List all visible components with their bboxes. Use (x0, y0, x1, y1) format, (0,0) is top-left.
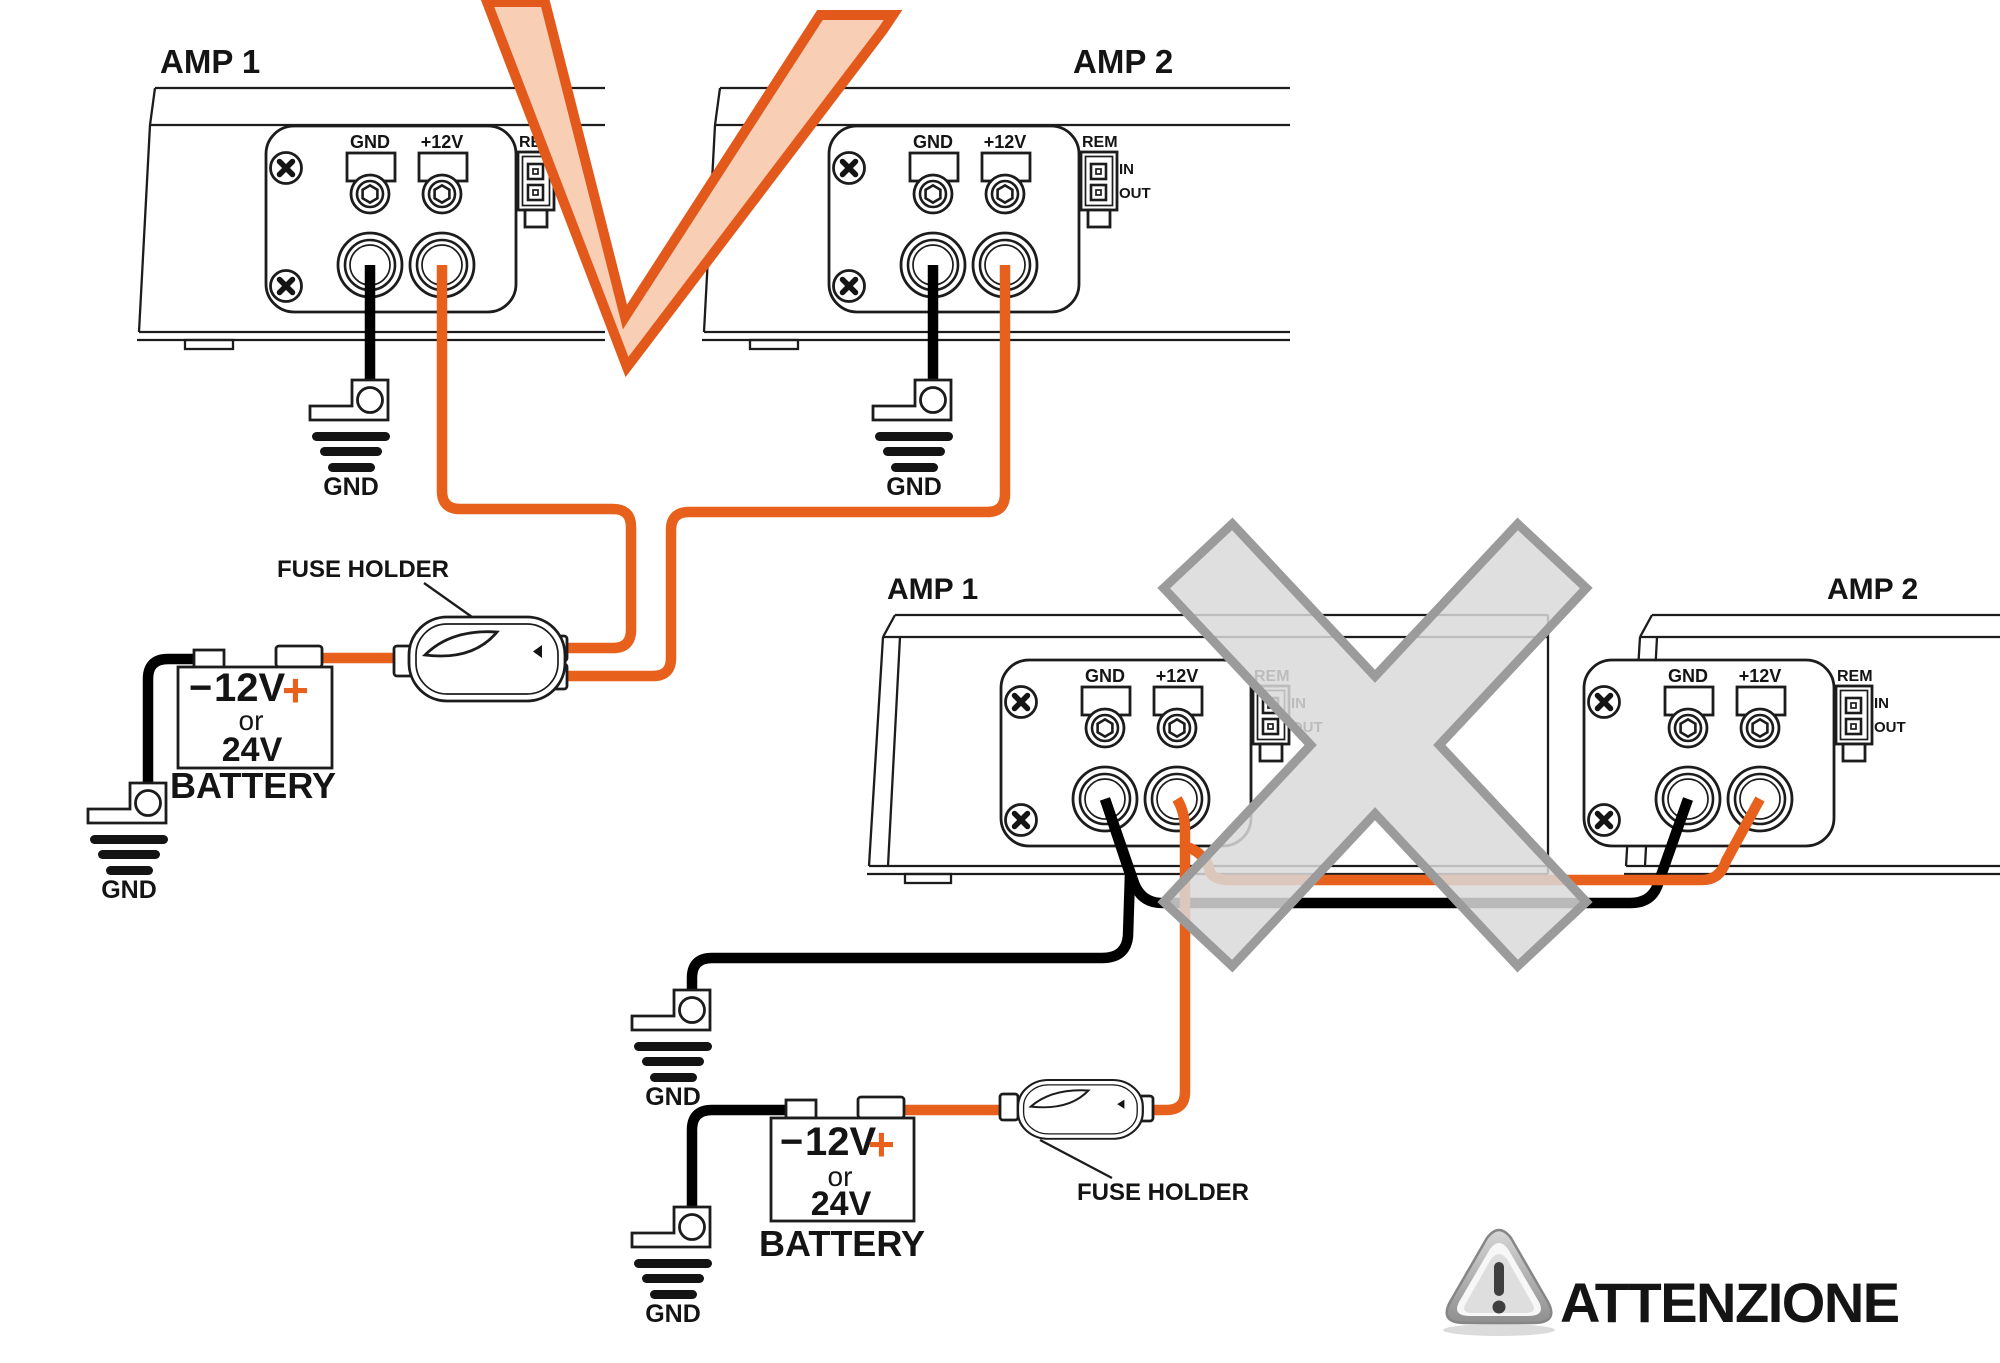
fuse-holder-label: FUSE HOLDER (277, 556, 449, 583)
amp1-ground-label: GND (323, 473, 379, 501)
checkmark-icon (480, 0, 903, 378)
rem-label: REM (1837, 668, 1873, 685)
battery-unit: − 12V + or 24V BATTERY GND (86, 644, 400, 904)
gnd-terminal-label: GND (350, 132, 390, 152)
incorrect-wiring-diagram: AMP 1 GND +12V REM IN OUT AMP 2 GND +12V… (630, 517, 2000, 1328)
amp2-title: AMP 2 (1073, 43, 1173, 80)
gnd-terminal-label: GND (1668, 666, 1708, 686)
12v-terminal-label: +12V (1156, 666, 1199, 686)
battery-body (176, 665, 334, 770)
battery-body (769, 1116, 916, 1223)
correct-wiring-diagram: AMP 1 GND +12V REM IN OUT AMP 2 GND +12V… (86, 0, 1290, 904)
attention-label: ATTENZIONE (1560, 1271, 1899, 1334)
x-mark-icon (1157, 517, 1593, 973)
battery-12v-label: 12V (214, 666, 285, 710)
amp1-power-wire (1146, 796, 1191, 1116)
battery-negative-terminal (784, 1098, 818, 1120)
amp2-power-wire (560, 265, 1011, 682)
amp2-title: AMP 2 (1827, 573, 1918, 606)
fuse-holder-label: FUSE HOLDER (1077, 1179, 1249, 1206)
fuse-holder: FUSE HOLDER (998, 1078, 1249, 1206)
battery-unit: − 12V + or 24V BATTERY GND (630, 1095, 1004, 1328)
battery-plus-sign: + (868, 1118, 895, 1170)
battery-minus-sign: − (780, 1120, 803, 1164)
amp2-unit: AMP 2 GND +12V REM IN OUT (1584, 573, 2000, 876)
amp1-ground-wire (686, 797, 1136, 990)
daisy-chain-ground-wire (1100, 797, 1693, 909)
amp1-title: AMP 1 (887, 573, 978, 606)
battery-12v-label: 12V (805, 1120, 876, 1164)
amp1-title: AMP 1 (160, 43, 260, 80)
battery-or-label: or (239, 705, 264, 736)
fuse-holder-pointer-line (1039, 1138, 1113, 1180)
amp-terminal-panel (829, 126, 1117, 312)
rem-out-label: OUT (1119, 185, 1151, 202)
gnd-terminal-label: GND (913, 132, 953, 152)
amp1-power-wire (436, 265, 637, 654)
fuse-holder: FUSE HOLDER (277, 556, 569, 703)
fuse-holder-pointer-line (423, 582, 473, 618)
12v-terminal-label: +12V (984, 132, 1027, 152)
battery-ground-label: GND (645, 1300, 701, 1328)
rem-out-label: OUT (1874, 719, 1906, 736)
rem-label: REM (1082, 134, 1118, 151)
gnd-terminal-label: GND (1085, 666, 1125, 686)
battery-name-label: BATTERY (759, 1223, 925, 1264)
battery-or-label: or (828, 1161, 853, 1192)
rem-in-label: IN (1874, 695, 1889, 712)
12v-terminal-label: +12V (421, 132, 464, 152)
battery-negative-wire (142, 653, 200, 783)
battery-24v-label: 24V (222, 731, 283, 769)
amp-terminal-panel (1584, 660, 1872, 846)
warning-banner: ATTENZIONE (1443, 1228, 1900, 1336)
rem-in-label: IN (1119, 161, 1134, 178)
amp2-unit: AMP 2 GND +12V REM IN OUT (702, 43, 1290, 351)
12v-terminal-label: +12V (1739, 666, 1782, 686)
amp1-ground-label: GND (645, 1083, 701, 1111)
battery-positive-terminal (856, 1095, 906, 1120)
battery-minus-sign: − (189, 666, 212, 710)
warning-triangle-icon (1443, 1228, 1555, 1336)
battery-24v-label: 24V (811, 1185, 872, 1223)
battery-plus-sign: + (282, 664, 309, 716)
battery-negative-wire (686, 1104, 795, 1207)
battery-name-label: BATTERY (170, 765, 336, 806)
amp-terminal-panel (266, 126, 554, 312)
battery-ground-label: GND (101, 876, 157, 904)
amp2-ground-label: GND (886, 473, 942, 501)
